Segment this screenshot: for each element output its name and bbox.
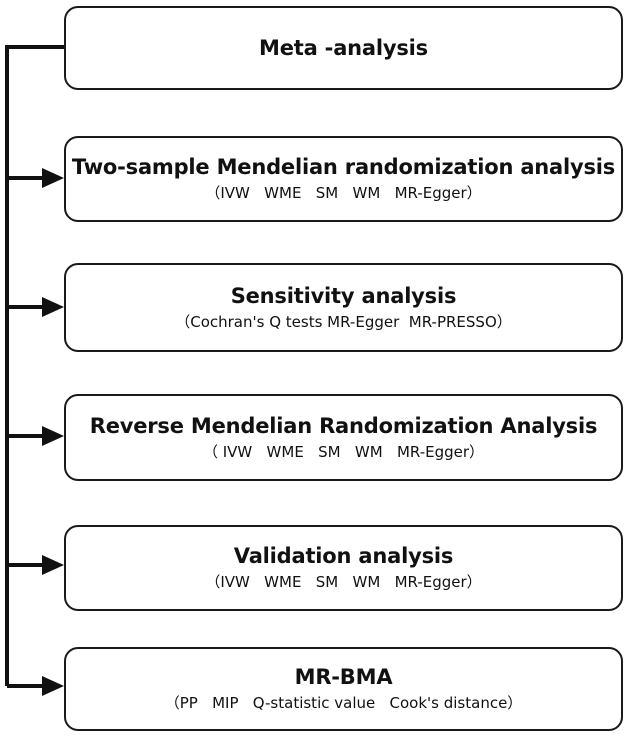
box-subtitle: （IVW WME SM WM MR-Egger） (205, 184, 482, 203)
mr-bma-box: MR-BMA （PP MIP Q-statistic value Cook's … (64, 647, 623, 731)
box-title: Reverse Mendelian Randomization Analysis (89, 413, 598, 438)
box-title: Meta -analysis (259, 35, 428, 60)
box-title: Validation analysis (233, 544, 454, 569)
sensitivity-analysis-box: Sensitivity analysis （Cochran's Q tests … (64, 263, 623, 352)
box-subtitle: （PP MIP Q-statistic value Cook's distanc… (164, 694, 523, 713)
meta-analysis-box: Meta -analysis (64, 6, 623, 90)
box-subtitle: （IVW WME SM WM MR-Egger） (205, 573, 482, 592)
box-subtitle: （Cochran's Q tests MR-Egger MR-PRESSO） (175, 312, 512, 331)
arrowhead-3 (42, 297, 64, 317)
box-subtitle: （ IVW WME SM WM MR-Egger） (202, 442, 485, 461)
arrowhead-2 (42, 168, 64, 188)
box-title: Two-sample Mendelian randomization analy… (71, 155, 616, 180)
reverse-mr-box: Reverse Mendelian Randomization Analysis… (64, 394, 623, 481)
arrowhead-6 (42, 676, 64, 696)
arrowhead-4 (42, 426, 64, 446)
box-title: Sensitivity analysis (230, 283, 457, 308)
two-sample-mr-box: Two-sample Mendelian randomization analy… (64, 136, 623, 222)
validation-analysis-box: Validation analysis （IVW WME SM WM MR-Eg… (64, 525, 623, 611)
box-title: MR-BMA (294, 665, 393, 690)
arrowhead-5 (42, 555, 64, 575)
